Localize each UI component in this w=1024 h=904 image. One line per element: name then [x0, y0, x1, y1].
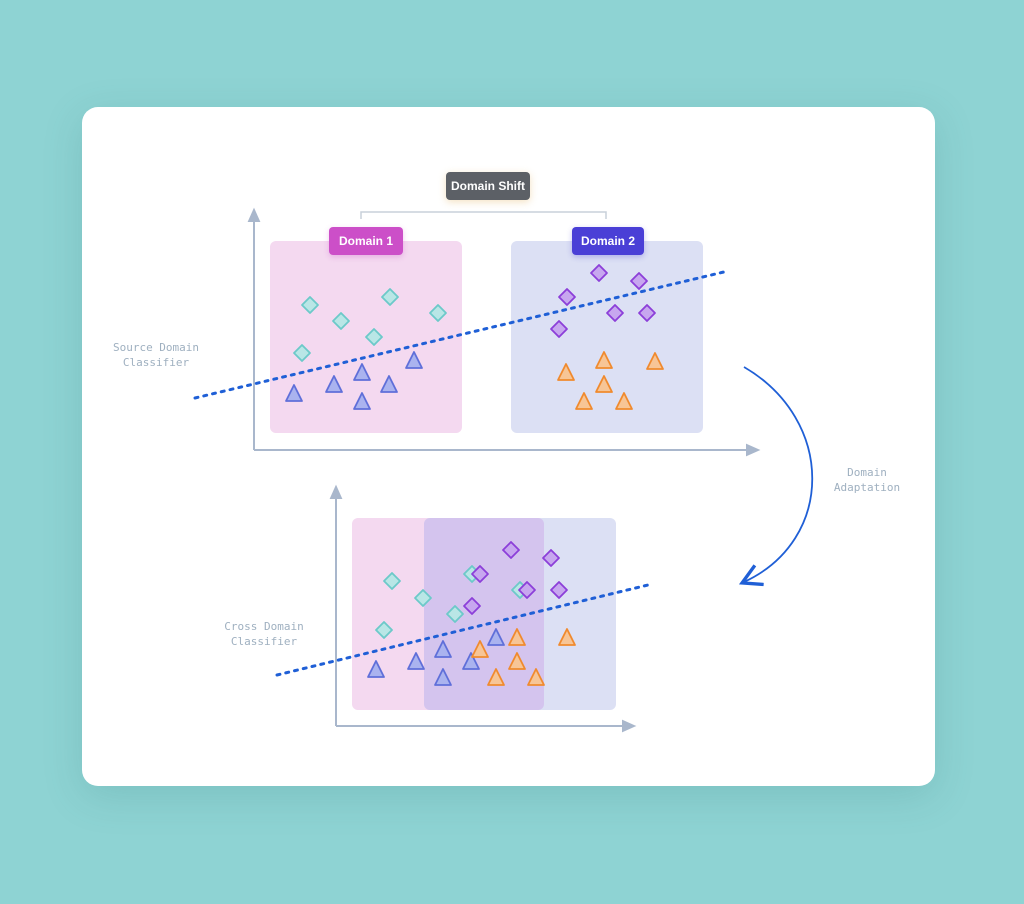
orange-triangle-point — [646, 352, 664, 370]
cross-classifier-line — [275, 582, 654, 677]
domain2-tag: Domain 2 — [572, 227, 644, 255]
domain1-tag: Domain 1 — [329, 227, 403, 255]
teal-diamond-point — [332, 312, 350, 330]
teal-diamond-point — [429, 304, 447, 322]
orange-triangle-point — [557, 363, 575, 381]
blue-triangle-point — [407, 652, 425, 670]
teal-diamond-point — [446, 605, 464, 623]
orange-triangle-point — [471, 640, 489, 658]
purple-diamond-point — [542, 549, 560, 567]
source-classifier-label: Source Domain Classifier — [112, 341, 200, 369]
teal-diamond-point — [365, 328, 383, 346]
purple-diamond-point — [463, 597, 481, 615]
orange-triangle-point — [558, 628, 576, 646]
blue-triangle-point — [487, 628, 505, 646]
purple-diamond-point — [471, 565, 489, 583]
orange-triangle-point — [508, 628, 526, 646]
teal-diamond-point — [301, 296, 319, 314]
blue-triangle-point — [380, 375, 398, 393]
purple-diamond-point — [606, 304, 624, 322]
domain-adaptation-arrow — [738, 366, 813, 587]
blue-triangle-point — [434, 640, 452, 658]
purple-diamond-point — [550, 581, 568, 599]
cross-classifier-label: Cross Domain Classifier — [224, 620, 304, 648]
orange-triangle-point — [595, 375, 613, 393]
blue-triangle-point — [325, 375, 343, 393]
orange-triangle-point — [487, 668, 505, 686]
teal-diamond-point — [375, 621, 393, 639]
purple-diamond-point — [630, 272, 648, 290]
top-axes — [247, 207, 761, 457]
orange-triangle-point — [595, 351, 613, 369]
blue-triangle-point — [367, 660, 385, 678]
teal-diamond-point — [383, 572, 401, 590]
source-classifier-line — [193, 269, 730, 400]
teal-diamond-point — [293, 344, 311, 362]
domain-shift-bracket — [360, 211, 607, 219]
blue-triangle-point — [353, 363, 371, 381]
orange-triangle-point — [615, 392, 633, 410]
blue-triangle-point — [462, 652, 480, 670]
purple-diamond-point — [550, 320, 568, 338]
teal-diamond-point — [381, 288, 399, 306]
purple-diamond-point — [590, 264, 608, 282]
blue-triangle-point — [434, 668, 452, 686]
purple-diamond-point — [518, 581, 536, 599]
domain-adaptation-label: Domain Adaptation — [833, 466, 901, 494]
blue-triangle-point — [353, 392, 371, 410]
purple-diamond-point — [502, 541, 520, 559]
orange-triangle-point — [508, 652, 526, 670]
domain2-region — [511, 241, 703, 433]
domain-shift-tag: Domain Shift — [446, 172, 530, 200]
blue-triangle-point — [405, 351, 423, 369]
purple-diamond-point — [638, 304, 656, 322]
purple-diamond-point — [558, 288, 576, 306]
orange-triangle-point — [527, 668, 545, 686]
teal-diamond-point — [414, 589, 432, 607]
bottom-axes — [329, 484, 637, 733]
orange-triangle-point — [575, 392, 593, 410]
blue-triangle-point — [285, 384, 303, 402]
